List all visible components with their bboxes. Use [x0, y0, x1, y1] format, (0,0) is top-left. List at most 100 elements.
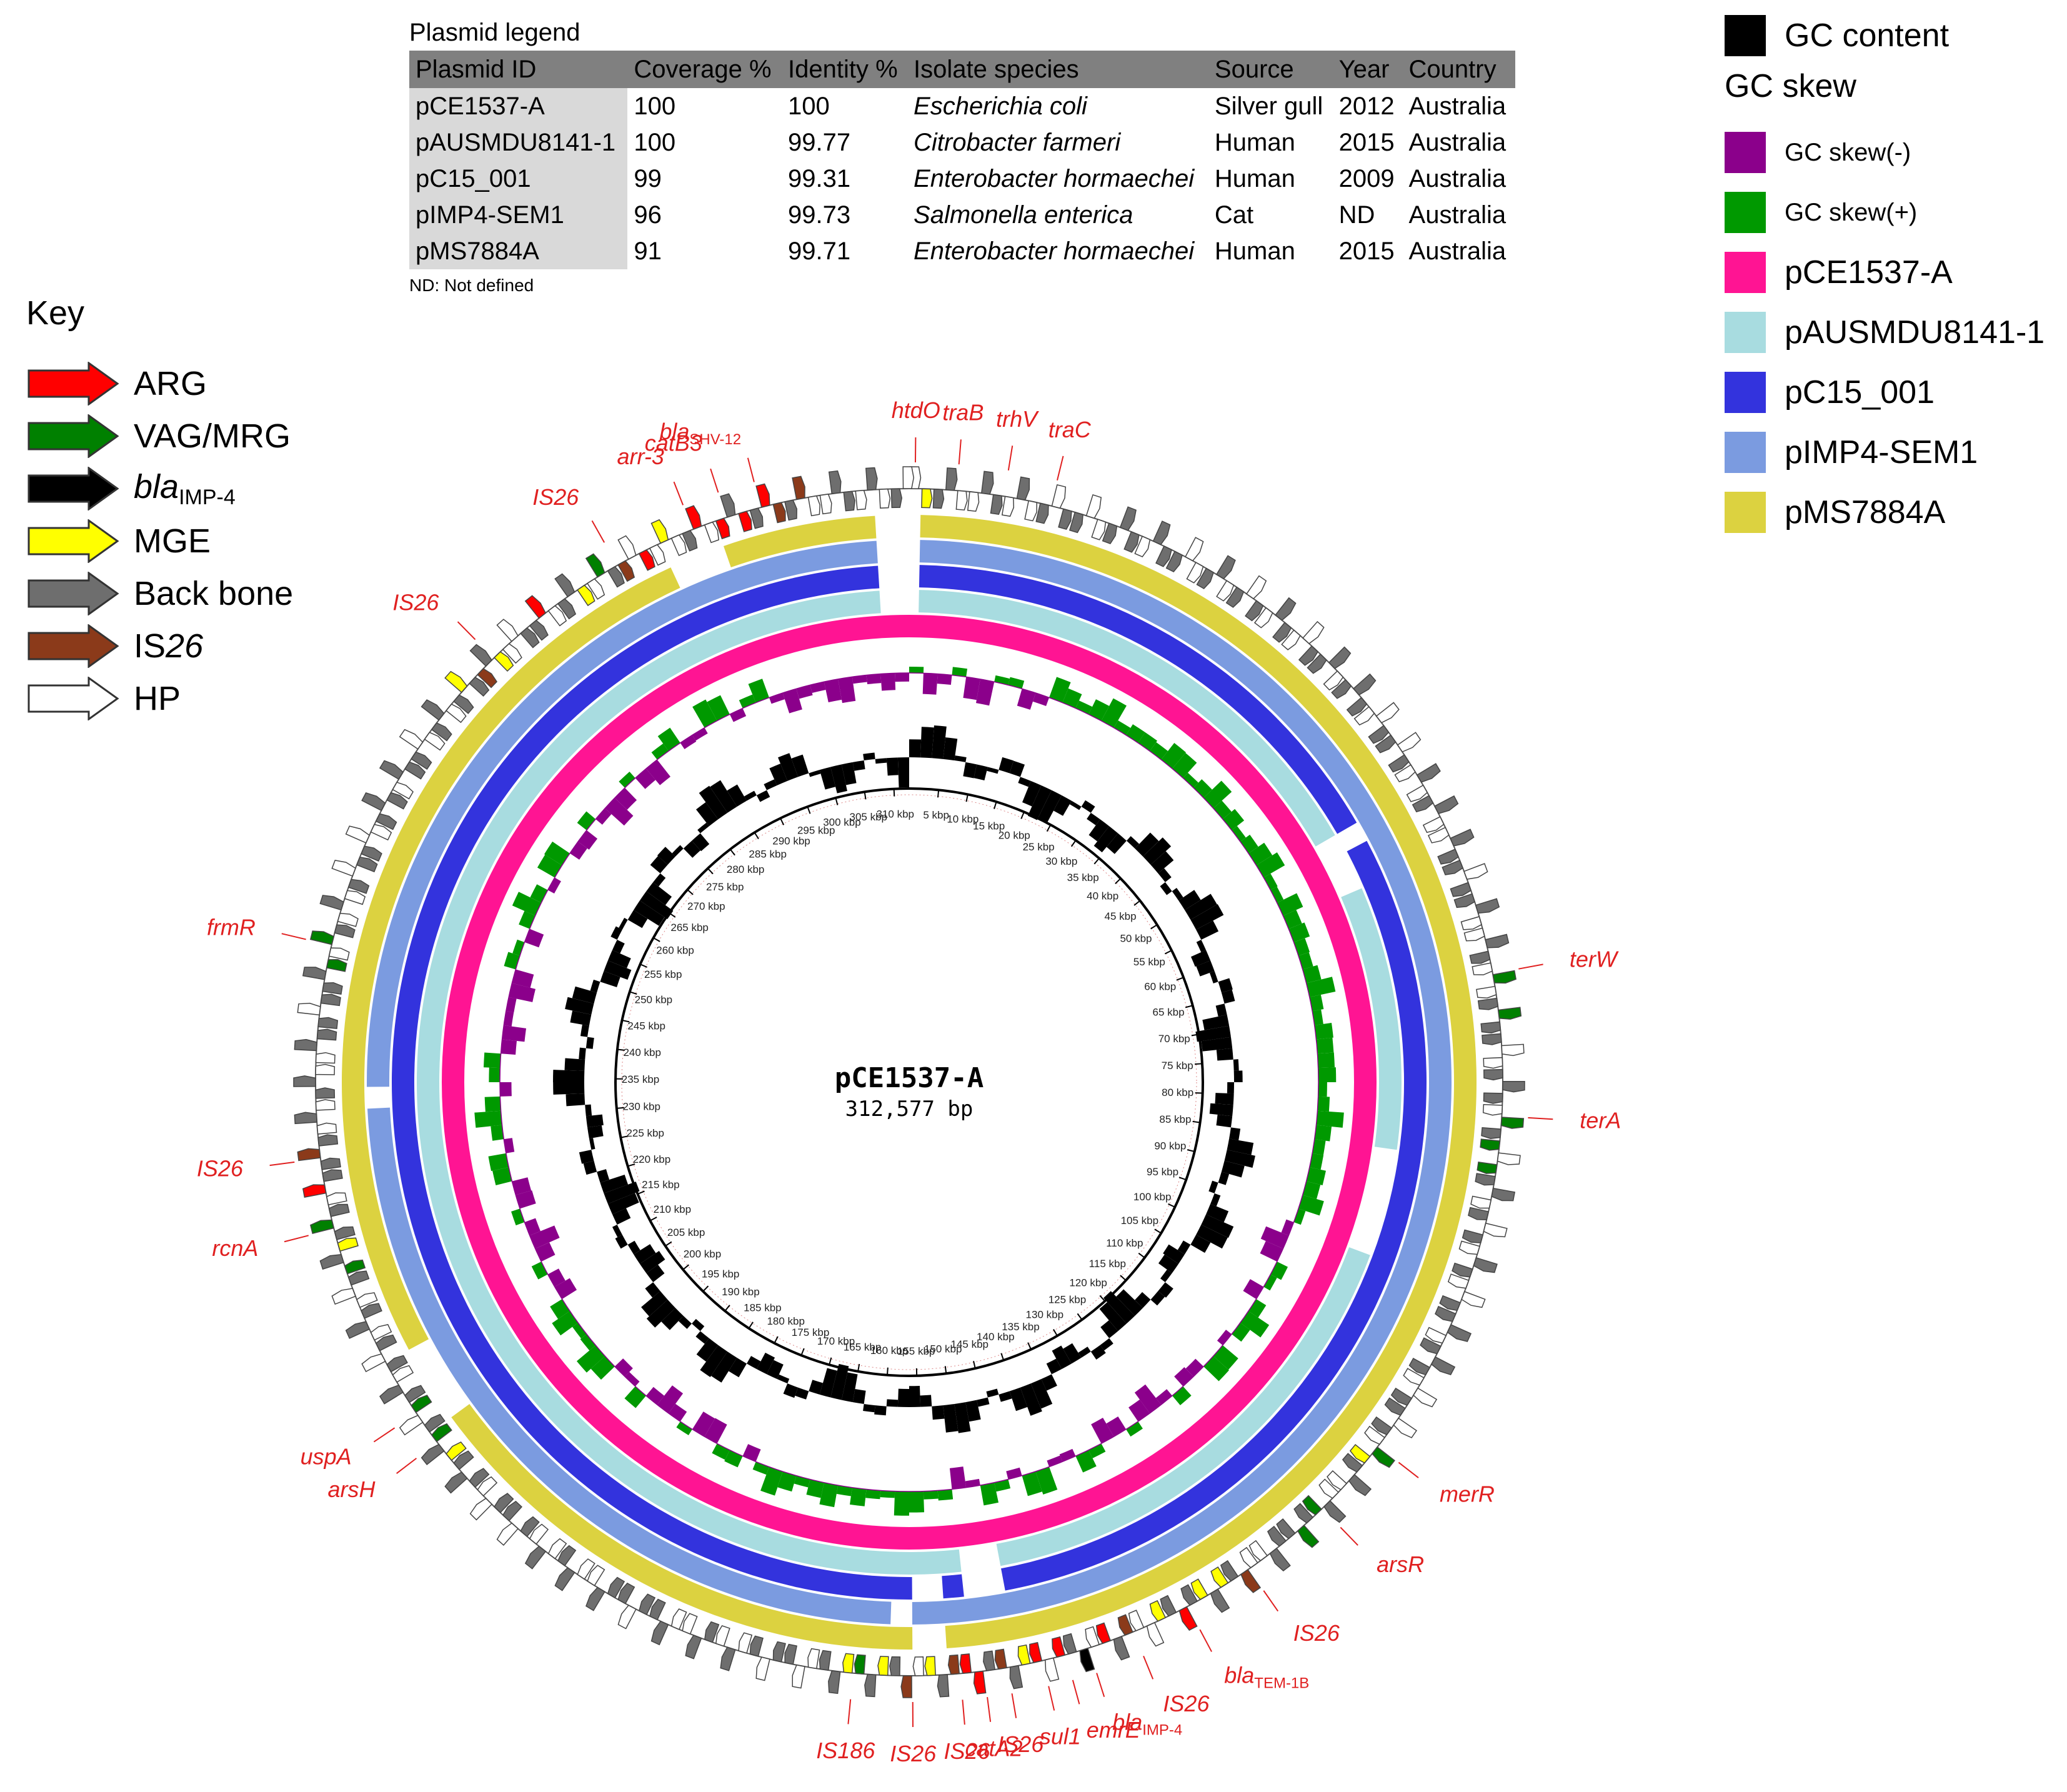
plasmid-legend-note: ND: Not defined	[409, 276, 534, 295]
identity-ring-arc	[367, 1107, 892, 1625]
gene-feature-arrow	[879, 488, 891, 509]
cell-country: Australia	[1408, 201, 1507, 229]
gc-skew-bar	[1075, 700, 1093, 715]
gc-skew-bar	[777, 1471, 797, 1492]
gc-content-bar	[641, 1291, 668, 1317]
gene-feature-arrow	[379, 1385, 404, 1405]
kbp-tick-label: 250 kbp	[635, 994, 673, 1006]
gene-feature-arrow	[784, 499, 797, 521]
cell-identity: 99.73	[788, 201, 851, 229]
gene-feature-arrow	[650, 519, 669, 544]
gene-feature-arrow	[334, 1226, 356, 1240]
gene-feature-arrow	[670, 1608, 687, 1630]
kbp-tick-label: 190 kbp	[722, 1286, 760, 1298]
gene-feature-arrow	[912, 1656, 924, 1676]
gc-skew-bar	[729, 708, 747, 722]
gc-content-bar	[604, 960, 632, 980]
gene-feature-arrow	[1062, 1633, 1077, 1655]
gc-content-bar	[1158, 1282, 1173, 1298]
gene-label-leader	[1007, 446, 1014, 470]
gene-feature-arrow	[1272, 622, 1292, 643]
gc-content-bar	[1233, 1070, 1243, 1082]
gc-skew-pos-swatch	[1725, 192, 1766, 233]
key-label-hp: HP	[134, 680, 181, 717]
kbp-tick-label: 70 kbp	[1158, 1033, 1190, 1045]
gene-feature-arrow	[392, 1365, 414, 1383]
gc-content-bar	[1221, 989, 1235, 1004]
gc-skew-bar	[531, 1262, 548, 1280]
gc-skew-bar	[1312, 1139, 1326, 1155]
gene-feature-arrow	[446, 704, 467, 724]
gene-feature-arrow	[864, 1673, 877, 1698]
gene-feature-arrow	[469, 676, 490, 697]
key-label-mge: MGE	[134, 522, 211, 560]
kbp-tick-label: 310 kbp	[876, 809, 914, 820]
cell-species: Escherichia coli	[914, 92, 1087, 120]
gene-label-leader	[396, 1458, 417, 1474]
gc-content-bar	[657, 847, 675, 865]
gene-label: IS186	[816, 1738, 875, 1763]
kbp-tick-mark	[1178, 1177, 1187, 1181]
gene-feature-arrow	[1245, 600, 1264, 622]
gene-feature-arrow	[715, 1625, 730, 1647]
kbp-tick-label: 145 kbp	[950, 1338, 989, 1350]
gc-content-bar	[1027, 785, 1052, 820]
gene-feature-arrow	[649, 544, 666, 566]
center-plasmid-name: pCE1537-A	[835, 1062, 984, 1094]
gc-content-bar	[809, 1380, 823, 1395]
gc-content-bar	[920, 727, 934, 759]
gc-content-bar	[1209, 1103, 1233, 1117]
kbp-tick-label: 290 kbp	[772, 835, 810, 847]
kbp-tick-label: 30 kbp	[1045, 855, 1077, 867]
legend-gc-skew-title: GC skew	[1725, 68, 1856, 104]
gene-feature-arrow	[1307, 653, 1327, 674]
gene-feature-arrow	[1102, 522, 1118, 545]
gc-skew-bar	[1203, 1356, 1229, 1381]
gc-skew-bar	[669, 1403, 687, 1422]
cell-source: Human	[1214, 128, 1295, 156]
gc-content-bar	[769, 764, 788, 785]
gene-feature-arrow	[370, 824, 392, 841]
kbp-tick-mark	[687, 889, 694, 895]
gene-feature-arrow	[328, 947, 350, 961]
gc-content-bar	[587, 1125, 604, 1139]
gc-skew-bar	[595, 808, 612, 825]
gene-feature-arrow	[1302, 1495, 1323, 1516]
kbp-tick-mark	[1150, 924, 1158, 930]
legend-gc-skew-pos: GC skew(+)	[1725, 182, 2045, 242]
gene-feature-arrow	[315, 1087, 336, 1099]
kbp-tick-mark	[724, 1305, 730, 1312]
kbp-tick-mark	[807, 806, 811, 814]
gene-feature-arrow	[1346, 697, 1368, 717]
gc-skew-bar	[949, 1466, 967, 1490]
gene-feature-arrow	[326, 1192, 347, 1206]
cell-country: Australia	[1408, 237, 1507, 265]
gc-skew-bar	[1155, 1389, 1173, 1405]
gc-skew-bar	[810, 682, 826, 694]
gc-skew-bar	[1314, 1125, 1332, 1142]
gene-feature-arrow	[682, 530, 698, 552]
gene-feature-arrow	[1447, 1324, 1472, 1342]
gene-feature-arrow	[424, 1413, 446, 1433]
gene-label-leader	[1199, 1629, 1212, 1652]
gene-feature-arrow	[520, 1516, 540, 1538]
gene-feature-arrow	[557, 598, 577, 620]
legend-label-ring: pAUSMDU8141-1	[1785, 314, 2045, 351]
gc-content-bar	[1208, 1180, 1218, 1193]
gene-feature-arrow	[670, 534, 687, 556]
kbp-tick-mark	[1099, 1295, 1105, 1302]
gene-feature-arrow	[1318, 1478, 1339, 1499]
gene-label-leader	[673, 481, 684, 505]
gene-feature-arrow	[1119, 506, 1137, 531]
gc-skew-bar	[512, 969, 534, 988]
kbp-tick-mark	[973, 1361, 976, 1369]
gc-skew-bar	[624, 1386, 646, 1408]
gene-feature-arrow	[1450, 829, 1475, 847]
gc-content-bar	[874, 1405, 887, 1416]
gene-label-leader	[1048, 1686, 1055, 1711]
gene-feature-arrow	[1393, 1417, 1418, 1438]
gene-label: IS26	[532, 484, 579, 510]
gene-feature-arrow	[1450, 882, 1472, 897]
gene-feature-arrow	[502, 643, 522, 664]
kbp-tick-label: 210 kbp	[654, 1203, 692, 1215]
